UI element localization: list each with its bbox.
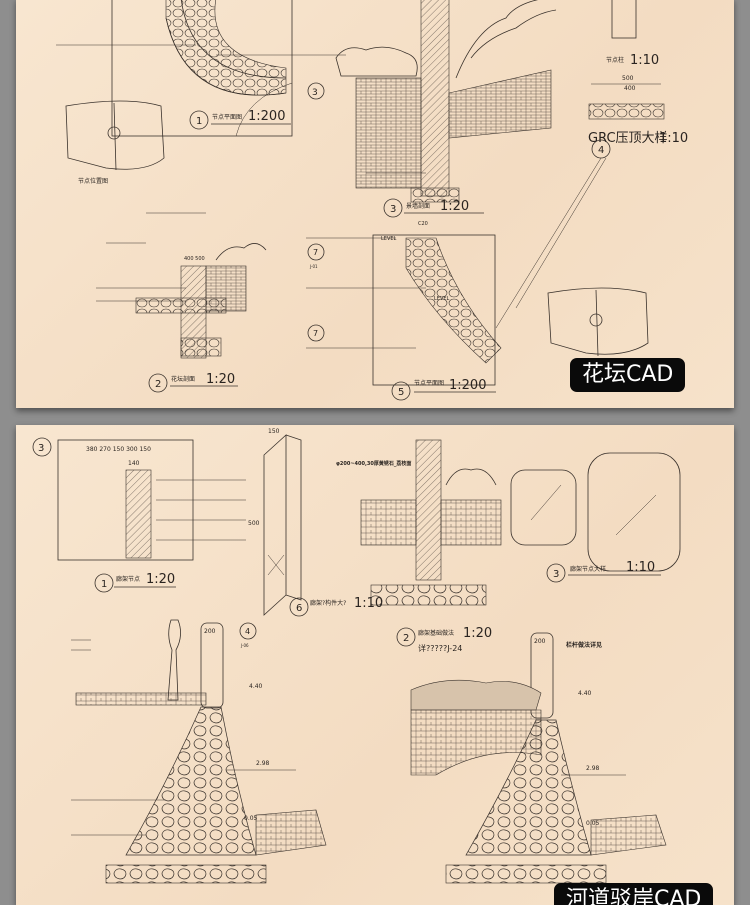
- svg-text:1:20: 1:20: [146, 572, 175, 587]
- column-detail: 节点柱 1:10: [606, 0, 659, 68]
- detail-5-plan: LEVEL LEVEL 7 J-01 7 5 节点平面图 1:200: [306, 234, 502, 401]
- svg-text:200: 200: [204, 628, 216, 635]
- svg-text:1: 1: [196, 116, 202, 127]
- svg-text:1:200: 1:200: [248, 109, 285, 124]
- river-revetment-cad-badge: 河道驳岸CAD: [554, 883, 714, 905]
- svg-text:廊架节点大样: 廊架节点大样: [570, 565, 606, 573]
- svg-text:节点柱: 节点柱: [606, 56, 624, 64]
- svg-text:3: 3: [553, 569, 559, 580]
- svg-text:1: 1: [101, 579, 107, 590]
- svg-text:φ200~400,30厚黄锈石_荔枝面: φ200~400,30厚黄锈石_荔枝面: [336, 460, 411, 467]
- svg-text:2: 2: [155, 379, 161, 390]
- detail-2-foundation: φ200~400,30厚黄锈石_荔枝面 2 廊架基础做法 1:20 详?????…: [336, 439, 502, 653]
- svg-text:LEVEL: LEVEL: [434, 296, 450, 302]
- svg-text:节点位置图: 节点位置图: [78, 177, 108, 185]
- svg-text:花坛剖面: 花坛剖面: [171, 375, 195, 383]
- svg-text:景墙剖面: 景墙剖面: [406, 202, 430, 210]
- svg-text:500: 500: [248, 520, 260, 527]
- svg-text:1:20: 1:20: [440, 199, 469, 214]
- svg-text:400: 400: [624, 85, 636, 92]
- svg-text:4.40: 4.40: [249, 683, 263, 690]
- location-plan-1: 节点位置图: [65, 100, 165, 185]
- svg-text:4.40: 4.40: [578, 690, 592, 697]
- svg-text:栏杆做法详见: 栏杆做法详见: [566, 641, 602, 649]
- revetment-drawing: 3 380 270 150 300 150 140 1 廊架节点 1:20 15…: [32, 428, 681, 884]
- svg-text:廊架基础做法: 廊架基础做法: [418, 629, 454, 637]
- svg-text:廊架节点: 廊架节点: [116, 575, 140, 583]
- svg-text:400 500: 400 500: [184, 256, 205, 262]
- svg-text:节点平面图: 节点平面图: [414, 379, 444, 387]
- svg-text:3: 3: [390, 204, 396, 215]
- flowerbed-cad-badge: 花坛CAD: [570, 358, 686, 392]
- svg-text:5: 5: [398, 387, 404, 398]
- detail-1-pergola-node: 3 380 270 150 300 150 140 1 廊架节点 1:20: [32, 437, 246, 593]
- svg-text:500: 500: [622, 75, 634, 82]
- svg-text:200: 200: [534, 638, 546, 645]
- revetment-section-right: 200 栏杆做法详见 4.40 2.98 0.05: [410, 632, 667, 884]
- svg-text:3: 3: [38, 443, 44, 454]
- svg-text:1:10: 1:10: [626, 560, 655, 575]
- detail-4-grc: 500 400 4 GRC压顶大样 1:10: [495, 75, 688, 329]
- svg-text:6: 6: [296, 603, 302, 614]
- svg-text:0.05: 0.05: [586, 820, 600, 827]
- sheet-river-revetment-cad: 3 380 270 150 300 150 140 1 廊架节点 1:20 15…: [16, 425, 734, 905]
- svg-text:详?????J-24: 详?????J-24: [418, 643, 462, 653]
- svg-text:4: 4: [598, 145, 604, 156]
- svg-text:380 270 150 300 150: 380 270 150 300 150: [86, 446, 151, 453]
- svg-text:节点平面图: 节点平面图: [212, 113, 242, 121]
- svg-text:J-06: J-06: [240, 643, 249, 648]
- svg-text:2.98: 2.98: [256, 760, 270, 767]
- svg-text:2: 2: [403, 633, 409, 644]
- svg-text:7: 7: [313, 248, 318, 257]
- svg-text:1:200: 1:200: [449, 378, 486, 393]
- detail-3-section: C20 3 景墙剖面 1:20: [335, 0, 557, 227]
- svg-text:140: 140: [128, 460, 140, 467]
- svg-text:2.98: 2.98: [586, 765, 600, 772]
- svg-text:1:10: 1:10: [659, 131, 688, 146]
- svg-text:1:20: 1:20: [463, 626, 492, 641]
- detail-3-node-enlarged: 3 廊架节点大样 1:10: [510, 452, 681, 583]
- svg-text:GRC压顶大样: GRC压顶大样: [588, 131, 668, 146]
- svg-text:150: 150: [268, 428, 280, 435]
- svg-text:廊架?构件大?: 廊架?构件大?: [310, 599, 346, 607]
- svg-text:0.05: 0.05: [244, 815, 258, 822]
- flowerbed-drawing: 3 节点位置图 1 节点平面图 1:200 C20 3 景墙剖面 1:20 节点…: [56, 0, 688, 401]
- revetment-section-left: 200 4 J-06 4.40 2.98 0.05: [71, 619, 327, 884]
- detail-2-section: 400 500 2 花坛剖面 1:20: [96, 212, 267, 393]
- svg-text:4: 4: [245, 627, 250, 636]
- detail-1-plan: 3: [56, 0, 346, 137]
- svg-text:C20: C20: [418, 221, 428, 227]
- svg-text:7: 7: [313, 329, 318, 338]
- svg-text:1:20: 1:20: [206, 372, 235, 387]
- location-plan-2: [547, 287, 649, 357]
- detail-1-title: 1 节点平面图 1:200: [189, 109, 291, 130]
- svg-text:1:10: 1:10: [630, 53, 659, 68]
- sheet-flowerbed-cad: 3 节点位置图 1 节点平面图 1:200 C20 3 景墙剖面 1:20 节点…: [16, 0, 734, 408]
- svg-text:LEVEL: LEVEL: [381, 236, 397, 242]
- svg-text:J-01: J-01: [309, 264, 318, 269]
- svg-text:3: 3: [312, 88, 318, 98]
